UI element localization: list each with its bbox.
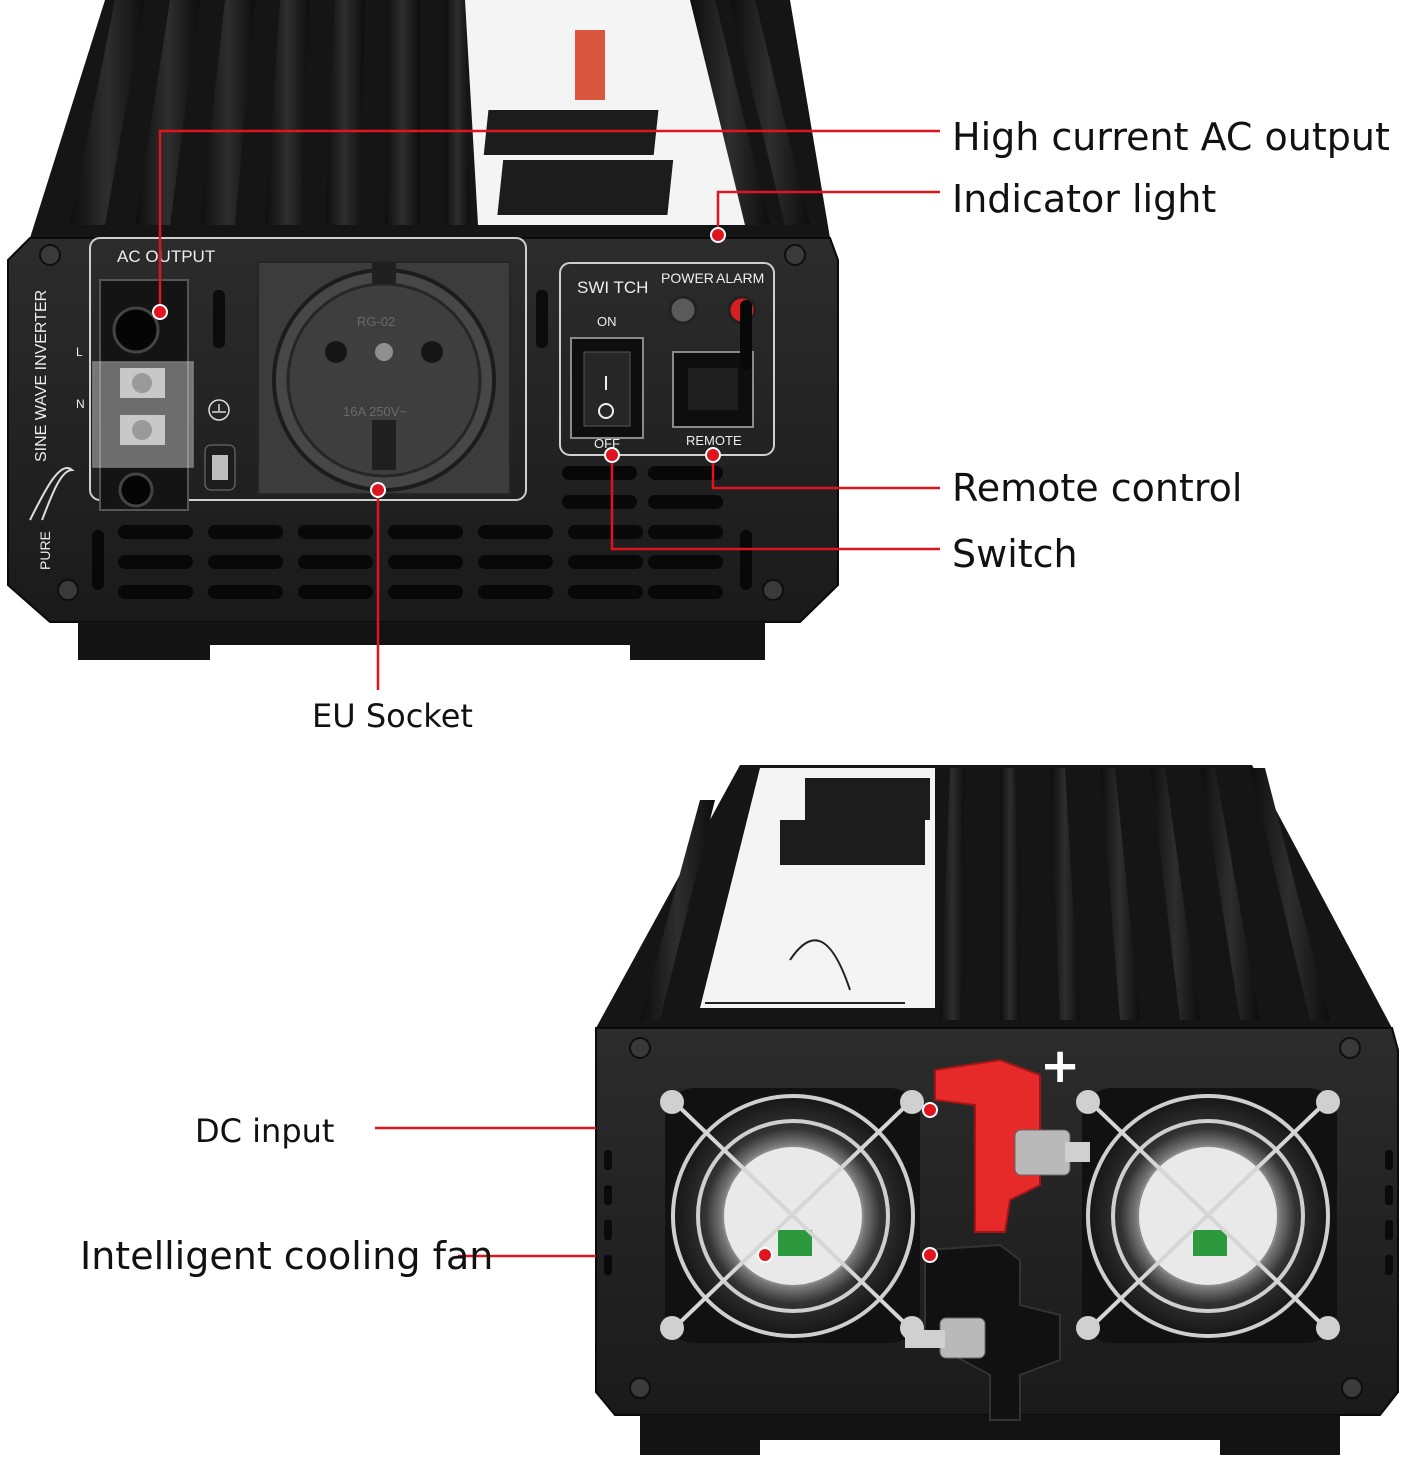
callout-indicator-light: Indicator light	[952, 177, 1217, 221]
callout-lines	[158, 129, 940, 1258]
callout-intelligent-cooling-fan: Intelligent cooling fan	[80, 1234, 494, 1278]
power-led	[668, 295, 698, 325]
dot-remote-control	[705, 447, 721, 463]
bottom-heatsink-fins	[640, 768, 1330, 1020]
cooling-fan-left	[660, 1088, 924, 1343]
dot-ac-output	[152, 304, 168, 320]
ac-terminal-block	[92, 279, 194, 511]
socket-rating-text: 16A 250V~	[343, 404, 407, 419]
bottom-spec-panel-1	[805, 778, 930, 820]
dot-switch	[604, 447, 620, 463]
remote-port-label: REMOTE	[686, 433, 742, 448]
bottom-corner-screws	[629, 1037, 1363, 1399]
top-corner-screws	[39, 244, 806, 601]
control-frame	[559, 262, 775, 456]
alarm-led-label: ALARM	[716, 270, 764, 286]
ac-output-frame	[89, 237, 527, 501]
top-heatsink-fins	[70, 0, 810, 225]
power-led-label: POWER	[661, 270, 714, 286]
cooling-fan-right	[1076, 1088, 1340, 1343]
side-text-pure: PURE	[37, 531, 53, 570]
dot-indicator-light	[710, 227, 726, 243]
bottom-sine-logo	[705, 939, 905, 1004]
terminal-n-label: N	[76, 397, 85, 411]
leader-remote-control	[711, 455, 940, 490]
dc-negative-terminal	[905, 1243, 1061, 1421]
remote-port	[672, 351, 754, 428]
dot-dc-positive	[922, 1102, 938, 1118]
ground-terminal	[204, 399, 236, 491]
callout-switch: Switch	[952, 532, 1078, 576]
callout-dc-input: DC input	[195, 1112, 335, 1150]
dot-dc-negative	[922, 1247, 938, 1263]
eu-socket	[257, 261, 511, 495]
switch-on-label: ON	[597, 314, 617, 329]
top-vent-grid	[92, 300, 752, 599]
bottom-mounting-foot	[640, 1415, 1340, 1455]
leader-indicator-light	[716, 190, 940, 235]
ac-output-label: AC OUTPUT	[117, 247, 215, 266]
dot-cooling-fan	[757, 1247, 773, 1263]
leader-high-current-ac-output	[158, 129, 940, 312]
vent-slot-right	[536, 290, 548, 348]
rocker-switch	[570, 337, 644, 439]
side-text-sine-wave-inverter: SINE WAVE INVERTER	[33, 290, 50, 462]
sine-wave-logo	[29, 467, 75, 521]
dot-eu-socket	[370, 482, 386, 498]
bottom-side-vents	[604, 1150, 1393, 1275]
dc-positive-terminal	[934, 1058, 1090, 1233]
terminal-l-label: L	[76, 345, 83, 359]
top-mounting-foot	[78, 622, 765, 660]
callout-high-current-ac-output: High current AC output	[952, 115, 1390, 159]
top-spec-panel-1	[483, 110, 659, 155]
vent-slot-left	[213, 290, 225, 348]
switch-title-label: SWI TCH	[577, 278, 648, 297]
callout-remote-control: Remote control	[952, 466, 1243, 510]
top-brand-stripe	[575, 30, 605, 100]
callout-eu-socket: EU Socket	[312, 697, 473, 735]
callout-dots	[152, 227, 938, 1263]
bottom-inverter: +	[595, 765, 1399, 1455]
bottom-spec-panel-2	[780, 820, 925, 865]
leader-switch	[610, 455, 940, 551]
top-inverter: SINE WAVE INVERTER PURE AC OUTPUT L N	[7, 0, 839, 660]
top-spec-panel-2	[497, 160, 674, 215]
socket-model-text: RG-02	[357, 314, 395, 329]
positive-sign: +	[1040, 1038, 1080, 1094]
